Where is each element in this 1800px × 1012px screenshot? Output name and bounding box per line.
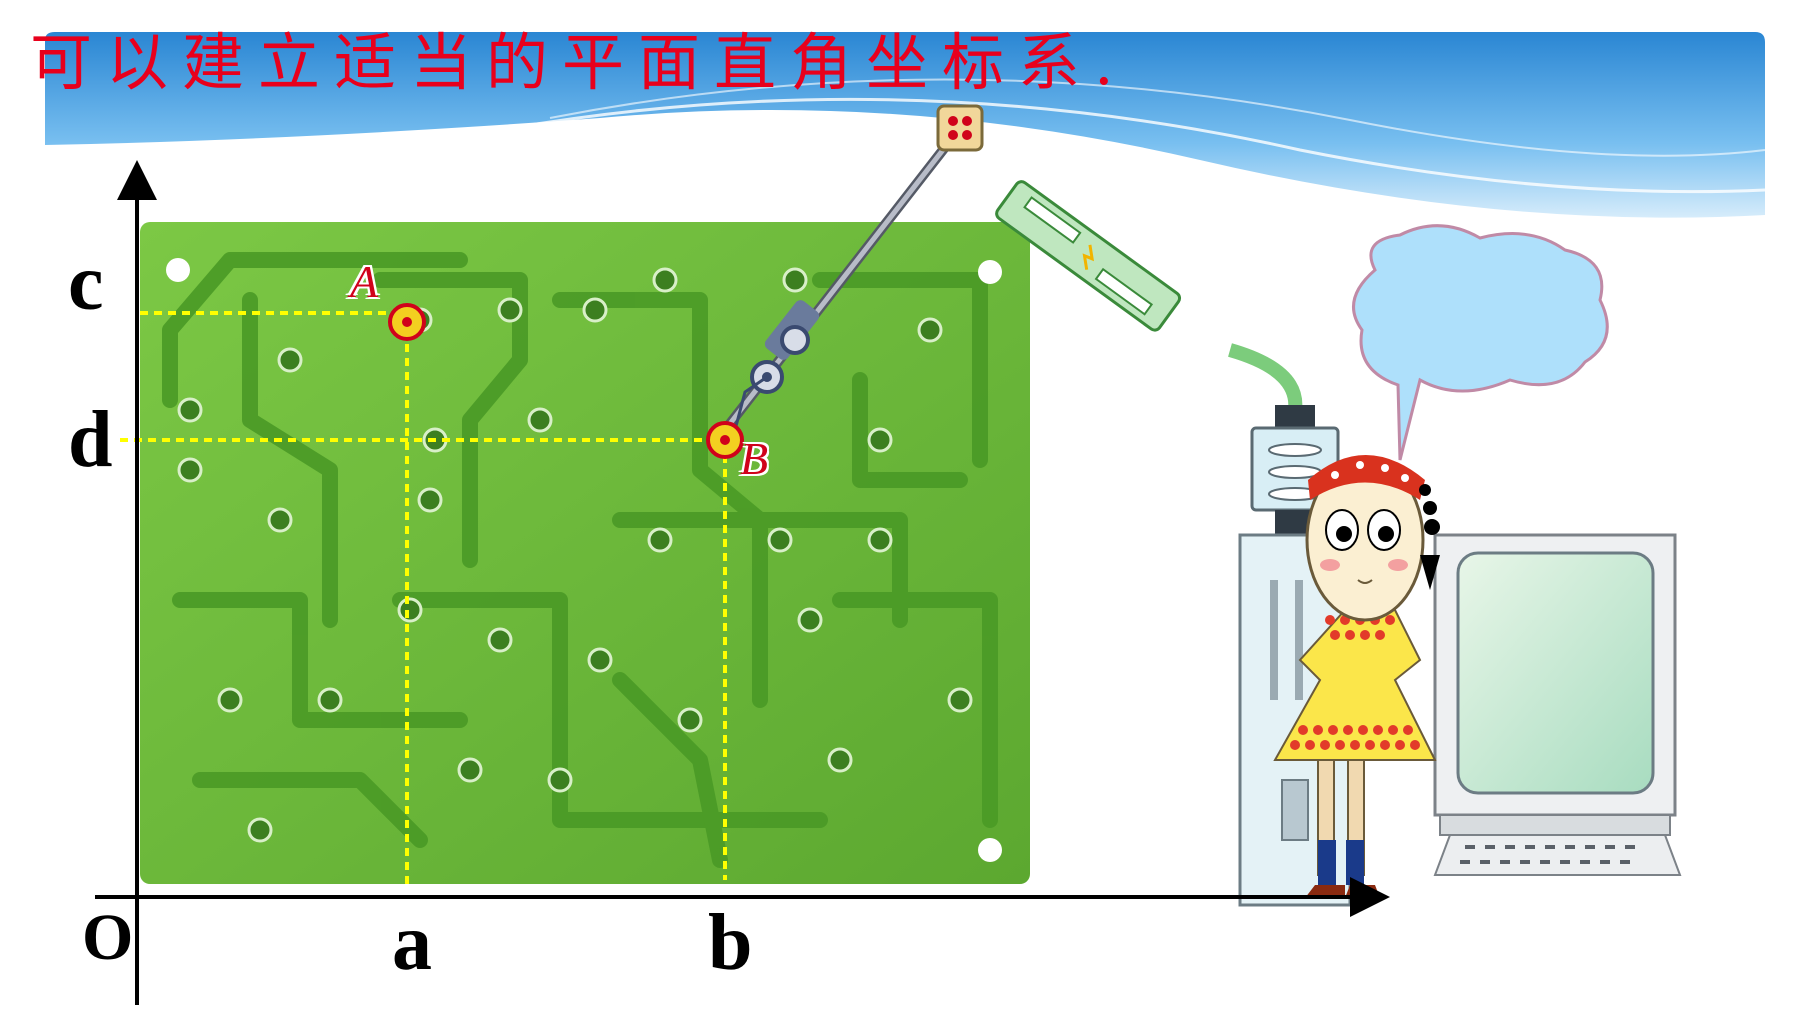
point-b-marker (706, 421, 744, 459)
y-tick-d: c (68, 239, 104, 327)
x-tick-b: b (708, 899, 753, 987)
computer-monitor (1433, 533, 1682, 876)
robot-arm (720, 104, 1340, 535)
circuit-board (140, 222, 1030, 884)
point-a-label: A (350, 256, 379, 307)
thought-cloud (1352, 224, 1609, 461)
header-banner (45, 32, 1766, 218)
point-a-marker (388, 303, 426, 341)
guide-lines (120, 311, 727, 890)
coordinate-axes (95, 160, 1390, 1005)
x-tick-a: a (392, 899, 432, 987)
girl-character (1273, 455, 1440, 898)
point-b-label: B (740, 433, 769, 484)
origin-label: O (82, 901, 134, 974)
page-title: 可以建立适当的平面直角坐标系. (30, 26, 1128, 99)
y-tick-c: d (68, 396, 113, 484)
